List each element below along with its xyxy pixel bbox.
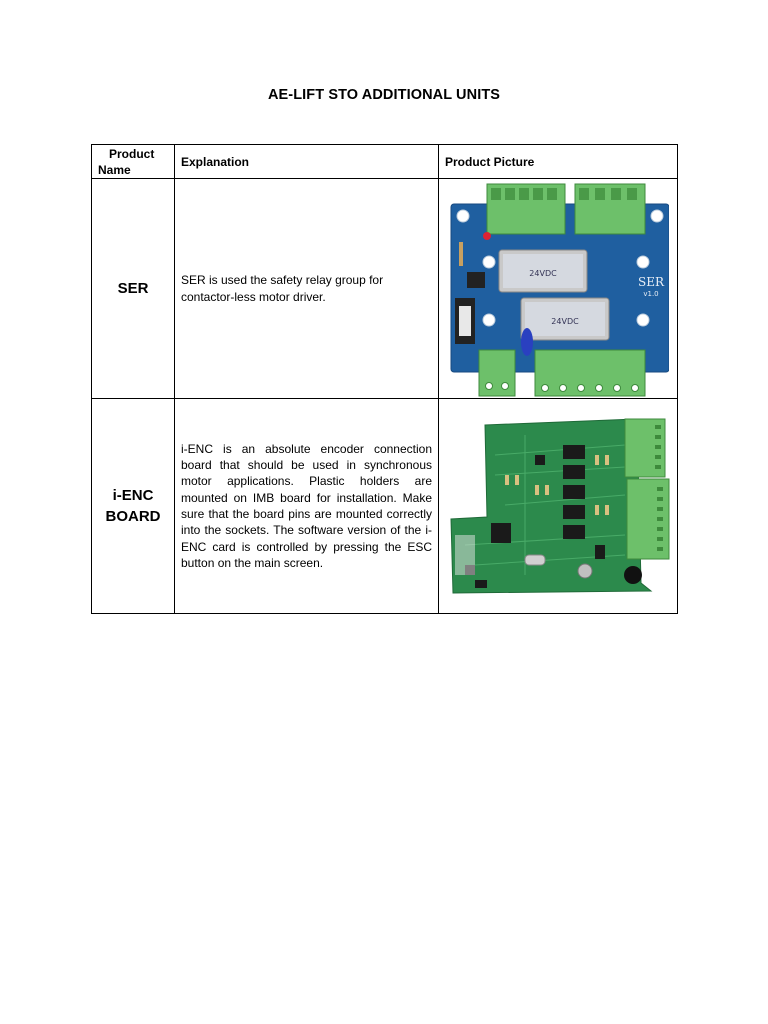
product-name-line2: BOARD: [105, 508, 161, 525]
header-product-picture: Product Picture: [438, 144, 678, 179]
product-name-cell: i-ENC BOARD: [91, 398, 175, 614]
product-explanation: i-ENC is an absolute encoder connection …: [174, 398, 439, 614]
product-picture-cell: 24VDC 24VDC SER v1.0: [438, 178, 678, 399]
ienc-board-image: [450, 418, 670, 594]
product-table: Product Name Explanation Product Picture…: [91, 144, 678, 614]
header-product-name-line1: Product: [109, 146, 155, 161]
page-title: AE-LIFT STO ADDITIONAL UNITS: [267, 87, 501, 103]
ser-silkscreen-version: v1.0: [643, 290, 658, 298]
table-row: SER SER is used the safety relay group f…: [91, 178, 678, 399]
header-product-name: Product Name: [91, 144, 175, 179]
ser-silkscreen-model: SER: [638, 275, 665, 289]
ser-board-image: 24VDC 24VDC SER v1.0: [450, 183, 669, 396]
svg-text:24VDC: 24VDC: [529, 269, 557, 278]
product-picture-cell: [438, 398, 678, 614]
product-explanation: SER is used the safety relay group for c…: [174, 178, 439, 399]
table-row: i-ENC BOARD i-ENC is an absolute encoder…: [91, 398, 678, 614]
product-name: SER: [117, 280, 149, 297]
product-name-line1: i-ENC: [112, 487, 154, 504]
header-explanation: Explanation: [174, 144, 439, 179]
product-name-cell: SER: [91, 178, 175, 399]
table-header-row: Product Name Explanation Product Picture: [91, 144, 678, 179]
header-product-name-line2: Name: [98, 162, 131, 177]
svg-text:24VDC: 24VDC: [551, 317, 579, 326]
